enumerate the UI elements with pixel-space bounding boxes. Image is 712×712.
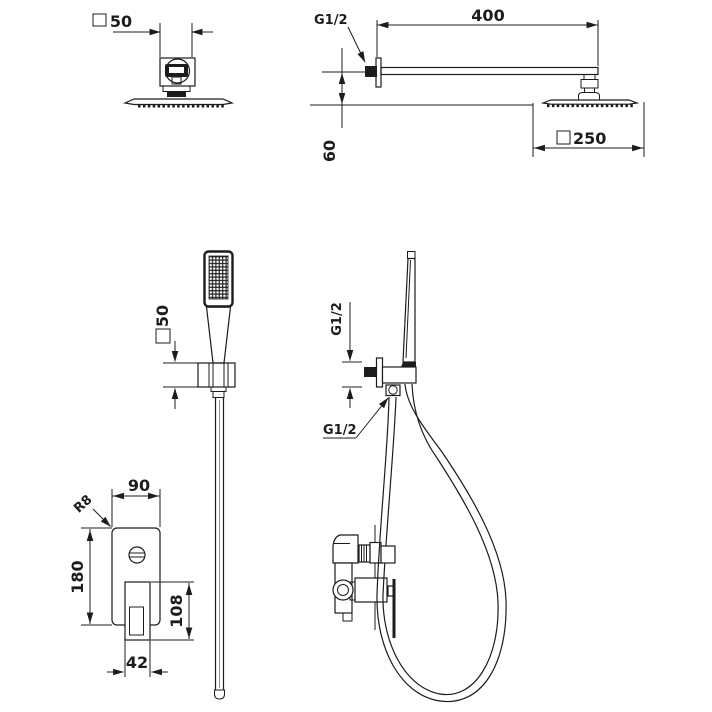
wall-nipple-icon (365, 66, 377, 77)
square-symbol-icon (155, 328, 171, 344)
mixer-side-body (332, 534, 396, 638)
view-mixer-side (332, 525, 396, 638)
dim-head-drop: 60 (320, 140, 339, 162)
dim-arm-length: 400 (471, 6, 504, 25)
shower-head-front-body (122, 57, 235, 108)
view-hand-shower-front: 50 (153, 250, 236, 700)
dim-holder-height: 50 (153, 305, 172, 327)
view-mixer-front: 90 R8 180 108 42 (68, 476, 194, 677)
view-shower-arm-side: G1/2 400 60 (310, 6, 645, 162)
dim-plate-height: 180 (68, 560, 87, 593)
view-shower-head-front: 50 (92, 12, 235, 108)
dim-lines-head-drop (310, 48, 533, 128)
hand-shower-hose-loop (376, 383, 507, 703)
shower-arm (380, 66, 599, 76)
hand-shower-front-body (197, 250, 236, 700)
dim-lines-handle-width (107, 640, 168, 677)
leader-outlet-thread-bottom (323, 397, 389, 439)
valve-knob (332, 579, 354, 601)
square-symbol-icon (92, 13, 107, 27)
leader-arm-thread (347, 26, 366, 63)
leader-corner-radius (92, 508, 111, 527)
hand-shower-side-body (364, 251, 417, 397)
dim-lines-arm-length (376, 20, 599, 66)
head-plate-edge (122, 98, 235, 106)
dim-lines-handle-height (151, 581, 194, 641)
mixer-front-body (111, 527, 161, 641)
dim-lines-plate-width (111, 489, 161, 527)
dim-handle-width: 42 (126, 653, 148, 672)
hose-outlet-connector (385, 384, 401, 397)
label-outlet-thread-bottom: G1/2 (323, 423, 357, 438)
wall-holder-side (381, 366, 417, 384)
label-arm-thread: G1/2 (314, 13, 348, 28)
spray-face (208, 255, 229, 300)
valve-body (354, 577, 388, 603)
mixer-handle-front (124, 581, 151, 641)
square-symbol-icon (556, 130, 571, 145)
shower-arm-side-body (365, 57, 640, 108)
dim-head-front-width: 50 (110, 12, 132, 31)
dim-plate-width: 90 (128, 476, 150, 495)
head-plate-edge (540, 99, 640, 105)
hose-union-nut (380, 545, 396, 564)
hose-end-cap (214, 689, 225, 700)
dim-head-size: 250 (573, 129, 606, 148)
label-outlet-thread-top: G1/2 (330, 302, 345, 336)
dim-lines-plate-height (81, 527, 112, 626)
dim-lines-head-size (532, 102, 645, 157)
dim-handle-height: 108 (167, 594, 186, 627)
mixer-lever-side (392, 579, 396, 638)
view-hand-shower-side: G1/2 G1/2 (323, 251, 417, 439)
dim-lines-holder-height (163, 341, 198, 409)
dim-lines-head-front-width (113, 23, 213, 57)
hand-shower-hose (214, 397, 225, 690)
wall-nipple-icon (364, 367, 376, 377)
dim-lines-outlet-thread-top (342, 302, 362, 408)
diverter-screw (128, 546, 146, 564)
